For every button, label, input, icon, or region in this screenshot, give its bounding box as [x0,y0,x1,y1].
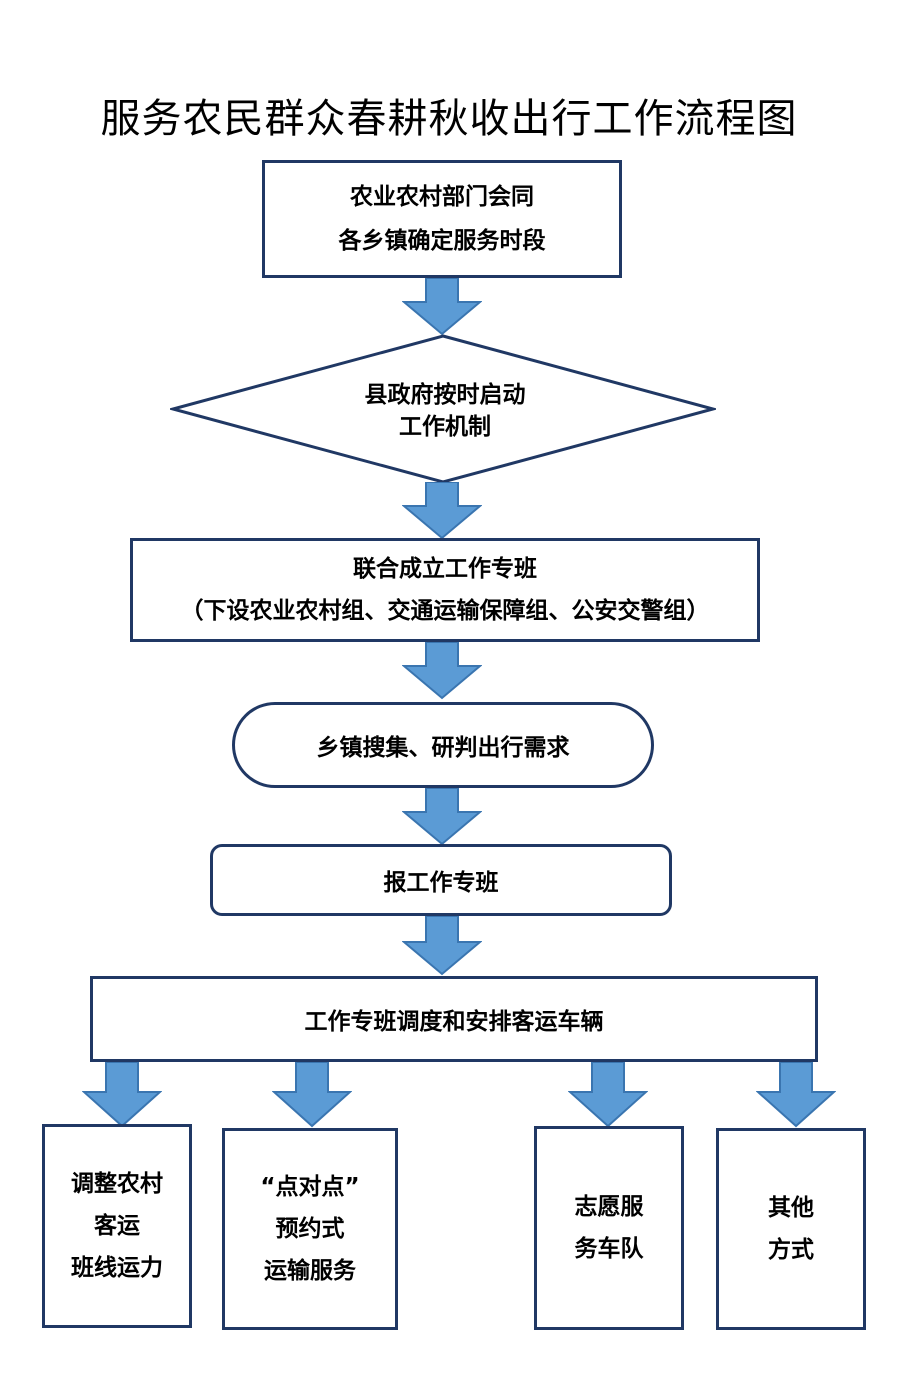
output4-line2: 方式 [768,1237,814,1263]
output3-line2: 务车队 [574,1236,644,1262]
down-arrow-3 [402,642,482,700]
output-adjust-rural-bus-capacity: 调整农村 客运 班线运力 [42,1124,192,1328]
step6-text: 工作专班调度和安排客运车辆 [304,1009,604,1035]
down-arrow-5 [402,916,482,976]
output-point-to-point-service: “点对点” 预约式 运输服务 [222,1128,398,1330]
step-dispatch-vehicles: 工作专班调度和安排客运车辆 [90,976,818,1062]
step4-text: 乡镇搜集、研判出行需求 [316,735,570,761]
down-arrow-4 [402,788,482,846]
down-arrow-branch-1 [82,1062,162,1128]
step1-line1: 农业农村部门会同 [350,184,534,210]
diagram-title: 服务农民群众春耕秋收出行工作流程图 [100,96,798,142]
step3-line2: （下设农业农村组、交通运输保障组、公安交警组） [180,598,710,624]
down-arrow-1 [402,278,482,336]
step2-line1: 县政府按时启动 [364,382,526,408]
down-arrow-2 [402,482,482,540]
output2-line2: 预约式 [275,1216,345,1242]
output2-line3: 运输服务 [264,1258,356,1284]
step-determine-service-period: 农业农村部门会同 各乡镇确定服务时段 [262,160,622,278]
step-joint-task-force: 联合成立工作专班 （下设农业农村组、交通运输保障组、公安交警组） [130,538,760,642]
step3-line1: 联合成立工作专班 [353,556,537,582]
output1-line2: 客运 [94,1213,140,1239]
output3-line1: 志愿服 [574,1194,644,1220]
step-report-task-force: 报工作专班 [210,844,672,916]
step2-line2: 工作机制 [399,414,491,440]
down-arrow-branch-4 [756,1062,836,1128]
down-arrow-branch-2 [272,1062,352,1128]
output-other-methods: 其他 方式 [716,1128,866,1330]
step1-line2: 各乡镇确定服务时段 [338,228,546,254]
step-start-mechanism-label: 县政府按时启动 工作机制 [290,378,600,444]
output2-line1: “点对点” [260,1174,360,1200]
output1-line3: 班线运力 [71,1255,163,1281]
down-arrow-branch-3 [568,1062,648,1128]
output1-line1: 调整农村 [71,1171,163,1197]
output4-line1: 其他 [768,1195,814,1221]
step5-text: 报工作专班 [383,870,499,896]
step-collect-travel-demand: 乡镇搜集、研判出行需求 [232,702,654,788]
output-volunteer-fleet: 志愿服 务车队 [534,1126,684,1330]
